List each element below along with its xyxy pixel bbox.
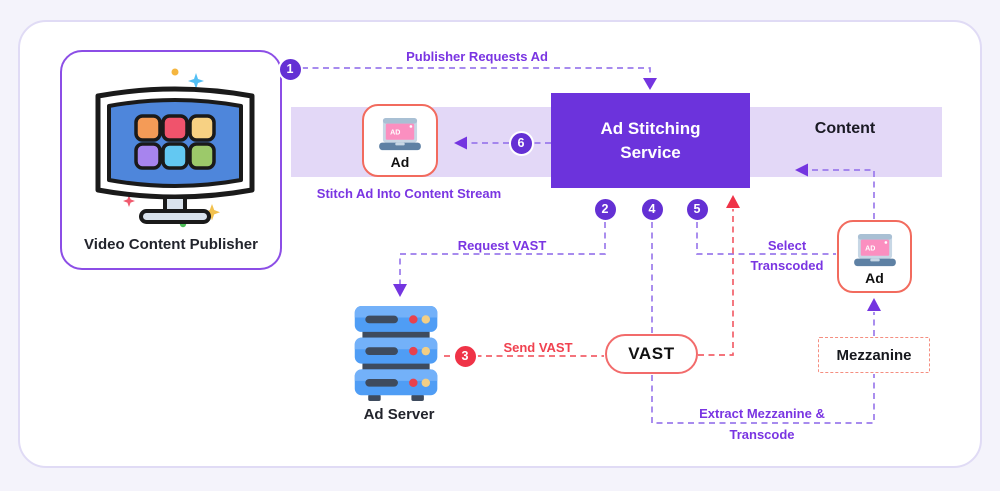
- transcoded-ad-node: AD Ad: [837, 220, 912, 293]
- step-badge-6: 6: [508, 130, 534, 156]
- flow-label-publisher-requests-ad: Publisher Requests Ad: [406, 49, 548, 64]
- ad-server-label: Ad Server: [363, 406, 435, 423]
- step-badge-3: 3: [452, 343, 478, 369]
- arrow-down-icon: [643, 78, 657, 90]
- flow-1-line: [302, 67, 651, 77]
- arrow-left-icon: [454, 136, 467, 150]
- ad-right-label: Ad: [865, 269, 884, 286]
- step-badge-2: 2: [592, 196, 618, 222]
- server-icon: [354, 306, 438, 402]
- flow-5-line: [696, 222, 836, 255]
- flow-label-extract-mezzanine: Extract Mezzanine & Transcode: [699, 406, 825, 442]
- smart-tv-icon: [95, 68, 255, 228]
- flow-label-select-transcoded: Select Transcoded: [750, 238, 824, 273]
- vast-to-service-line: [698, 209, 734, 356]
- ad-left-label: Ad: [390, 153, 410, 170]
- step-badge-4: 4: [639, 196, 665, 222]
- step-badge-1: 1: [277, 56, 303, 82]
- stitching-label-line1: Ad Stitching: [600, 118, 701, 138]
- flow-label-stitch-ad: Stitch Ad Into Content Stream: [316, 186, 502, 201]
- ad-stitching-service-node: Ad Stitching Service: [551, 93, 750, 188]
- flow-label-send-vast: Send VAST: [503, 340, 573, 355]
- flow-2-line: [399, 222, 606, 285]
- vast-label: VAST: [628, 344, 675, 363]
- ad-laptop-icon: AD: [379, 117, 421, 150]
- mezzanine-label: Mezzanine: [836, 346, 912, 364]
- mezzanine-line: [651, 374, 875, 424]
- step-badge-5: 5: [684, 196, 710, 222]
- vast-node: VAST: [605, 334, 698, 374]
- publisher-label: Video Content Publisher: [84, 236, 258, 253]
- mezzanine-node: Mezzanine: [818, 337, 930, 373]
- stitching-label-line2: Service: [620, 142, 681, 162]
- svg-text:AD: AD: [865, 244, 875, 252]
- ad-laptop-icon: AD: [853, 233, 896, 266]
- ad-to-stream-line: [809, 169, 875, 219]
- content-label: Content: [814, 120, 876, 137]
- ad-server-node: [352, 306, 442, 402]
- video-content-publisher-node: Video Content Publisher: [60, 50, 282, 270]
- arrow-left-icon: [795, 163, 808, 177]
- stitched-ad-node: AD Ad: [362, 104, 438, 177]
- svg-text:AD: AD: [390, 128, 400, 136]
- flow-label-request-vast: Request VAST: [457, 238, 547, 253]
- arrow-up-icon: [867, 298, 881, 311]
- arrow-down-icon: [393, 284, 407, 297]
- arrow-up-icon: [726, 195, 740, 208]
